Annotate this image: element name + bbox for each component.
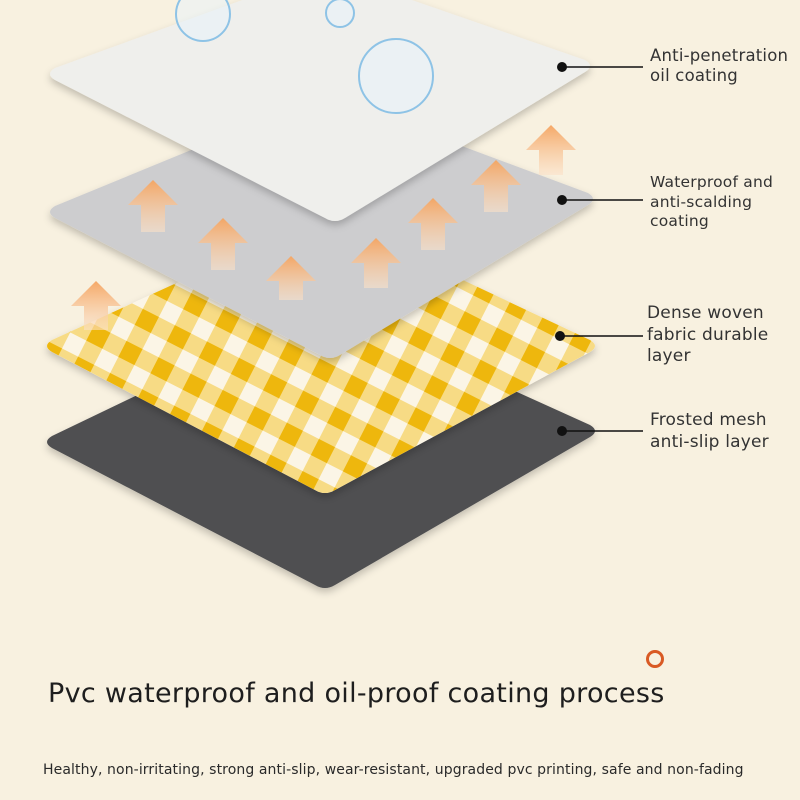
callout-line: anti-scalding	[650, 192, 753, 211]
oil-coating-layer	[50, 0, 590, 221]
water-droplet-icon	[175, 0, 434, 114]
callout-line: Dense woven	[647, 303, 764, 323]
callout-frosted-mesh: Frosted mesh anti-slip layer	[650, 409, 769, 453]
callout-line: oil coating	[650, 66, 738, 85]
callout-leaders	[560, 66, 643, 432]
callout-line: coating	[650, 212, 709, 230]
page-subtitle: Healthy, non-irritating, strong anti-sli…	[43, 762, 744, 778]
callout-line: layer	[647, 346, 691, 366]
waterproof-layer	[50, 95, 593, 358]
callout-line: Waterproof and	[650, 173, 774, 191]
heat-arrow-icon	[71, 125, 576, 330]
callout-line: Frosted mesh	[650, 410, 767, 430]
callout-woven-fabric: Dense woven fabric durable layer	[647, 303, 768, 368]
page-title: Pvc waterproof and oil-proof coating pro…	[48, 678, 665, 709]
callout-oil-coating: Anti-penetration oil coating	[650, 46, 788, 86]
callout-line: anti-slip layer	[650, 432, 769, 452]
ring-icon	[646, 650, 664, 668]
callout-line: fabric durable	[647, 324, 769, 345]
callout-waterproof: Waterproof and anti-scalding coating	[650, 173, 773, 232]
callout-dots	[555, 62, 567, 436]
callout-line: Anti-penetration	[650, 46, 789, 65]
